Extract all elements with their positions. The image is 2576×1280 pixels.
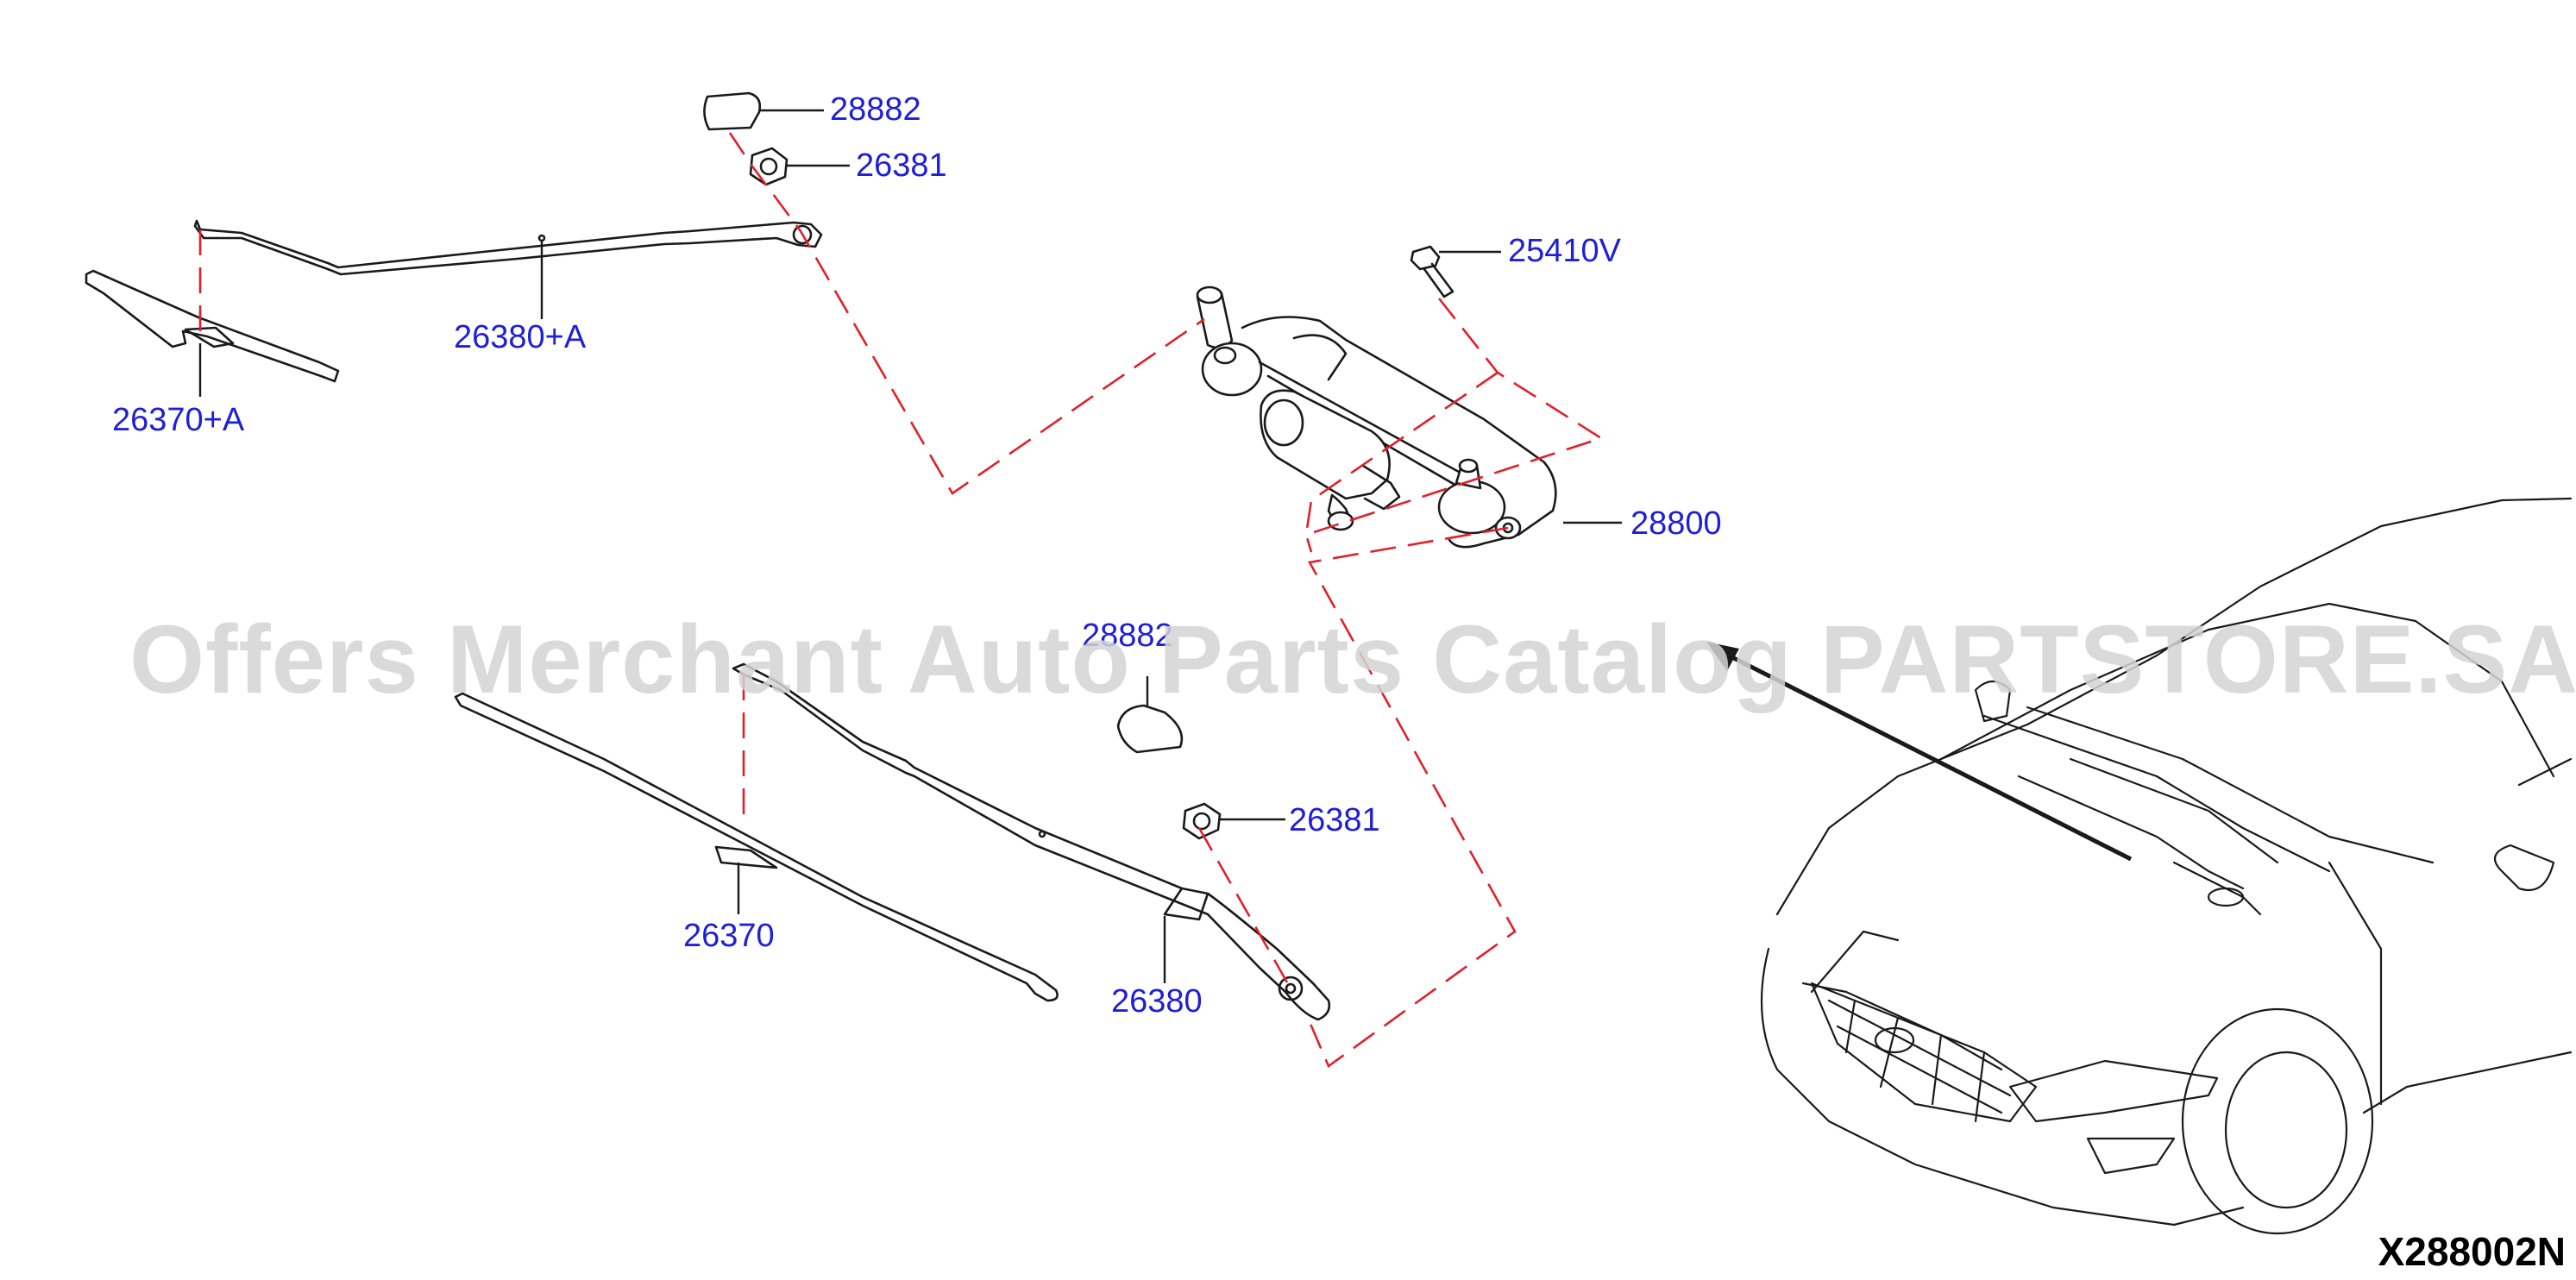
- bolt-shape: [1410, 245, 1501, 298]
- callout-cap-upper: 28882: [830, 91, 921, 128]
- callout-nut-upper: 26381: [856, 147, 947, 184]
- callout-blade-upper: 26370+A: [112, 402, 245, 438]
- callout-arm-upper: 26380+A: [454, 319, 587, 355]
- blade-upper-shape: [85, 269, 340, 397]
- callout-cap-lower: 28882: [1082, 618, 1173, 654]
- nut-lower-shape: [1182, 802, 1285, 840]
- callout-bolt: 25410V: [1508, 233, 1622, 269]
- cap-lower-shape: [1116, 676, 1184, 754]
- nut-upper-shape: [749, 147, 850, 186]
- cap-upper-shape: [703, 91, 824, 131]
- callout-blade-lower: 26370: [683, 918, 775, 954]
- diagram-code: X288002N: [2378, 1229, 2566, 1274]
- callout-linkage-motor: 28800: [1630, 505, 1722, 542]
- assembly-dashed-lines: [198, 132, 1605, 1069]
- arm-lower-shape: [732, 662, 1331, 1021]
- arm-upper-shape: [193, 219, 823, 319]
- location-arrow: [1706, 642, 2133, 862]
- callout-arm-lower: 26380: [1111, 983, 1203, 1020]
- watermark-text: Offers Merchant Auto Parts Catalog PARTS…: [129, 605, 2576, 713]
- vehicle-illustration: [1760, 497, 2573, 1235]
- linkage-motor-shape: [1196, 285, 1622, 549]
- callout-nut-lower: 26381: [1289, 802, 1380, 838]
- blade-lower-shape: [454, 692, 1059, 1002]
